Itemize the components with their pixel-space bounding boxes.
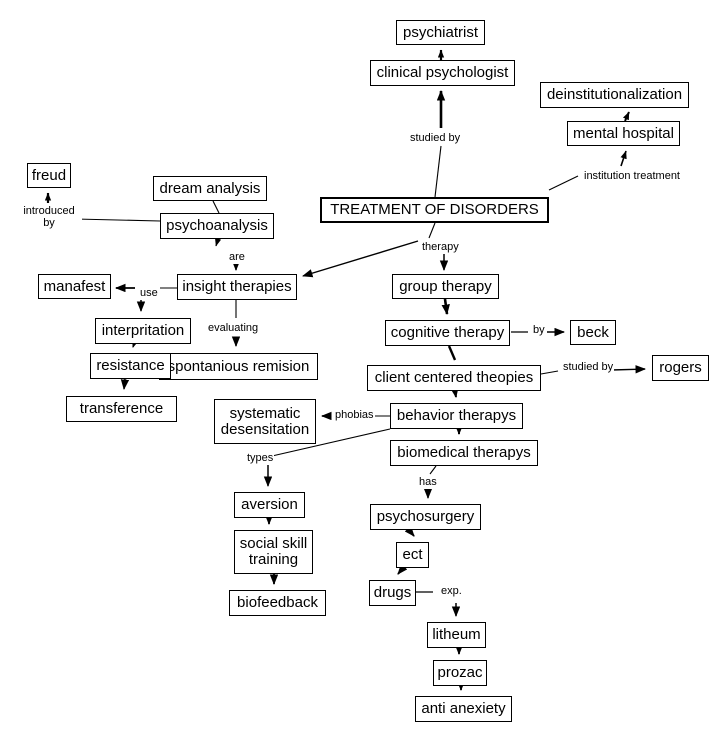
node-treatment-of-disorders[interactable]: TREATMENT OF DISORDERS	[320, 197, 549, 223]
edge-institution-treatment-to-mental-hospital	[620, 150, 627, 167]
edge-label-by: by	[532, 324, 546, 337]
node-biomedical-therapys[interactable]: biomedical therapys	[390, 440, 538, 466]
node-anti-anexiety[interactable]: anti anexiety	[415, 696, 512, 722]
edge-resistance-to-transference	[120, 378, 130, 390]
edge-psychoanalysis-to-introduced-by	[74, 218, 161, 222]
node-psychiatrist[interactable]: psychiatrist	[396, 20, 485, 45]
node-beck[interactable]: beck	[570, 320, 616, 345]
edge-label-has: has	[418, 476, 438, 489]
node-psychoanalysis[interactable]: psychoanalysis	[160, 213, 274, 239]
node-client-centered-theopies[interactable]: client centered theopies	[367, 365, 541, 391]
edge-treatment-to-studied-by	[434, 145, 442, 198]
node-cognitive-therapy[interactable]: cognitive therapy	[385, 320, 510, 346]
node-psychosurgery[interactable]: psychosurgery	[370, 504, 481, 530]
node-group-therapy[interactable]: group therapy	[392, 274, 499, 299]
node-manafest[interactable]: manafest	[38, 274, 111, 299]
node-systematic-desensitation[interactable]: systematic desensitation	[214, 399, 316, 444]
edge-behavior-therapys-to-types	[271, 428, 391, 457]
edge-label-institution-treatment: institution treatment	[583, 170, 681, 183]
node-insight-therapies[interactable]: insight therapies	[177, 274, 297, 300]
node-deinstitutionalization[interactable]: deinstitutionalization	[540, 82, 689, 108]
node-aversion[interactable]: aversion	[234, 492, 305, 518]
edge-treatment-to-therapy	[428, 222, 436, 239]
node-clinical-psychologist[interactable]: clinical psychologist	[370, 60, 515, 86]
edge-cognitive-therapy-to-client-centered	[447, 345, 457, 361]
edge-interpritation-to-resistance	[132, 336, 140, 348]
node-litheum[interactable]: litheum	[427, 622, 486, 648]
node-rogers[interactable]: rogers	[652, 355, 709, 381]
edge-dream-analysis-to-psychoanalysis	[212, 200, 220, 214]
edge-client-centered-to-studied-by	[540, 370, 559, 375]
node-behavior-therapys[interactable]: behavior therapys	[390, 403, 523, 429]
edge-label-therapy: therapy	[421, 241, 460, 254]
edge-label-phobias: phobias	[334, 409, 375, 422]
edge-label-studied-by-top: studied by	[409, 132, 462, 145]
edge-label-introduced-by: introduced by	[16, 205, 82, 230]
edge-label-exp: exp.	[440, 585, 463, 598]
edge-mental-hospital-to-deinstitutionalization	[622, 111, 630, 122]
node-transference[interactable]: transference	[66, 396, 177, 422]
node-ect[interactable]: ect	[396, 542, 429, 568]
edge-biomedical-to-has	[429, 465, 437, 475]
node-mental-hospital[interactable]: mental hospital	[567, 121, 680, 146]
edge-therapy-to-insight-therapies	[302, 240, 419, 278]
edge-label-evaluating: evaluating	[207, 322, 260, 335]
edge-group-therapy-to-cognitive-therapy	[441, 298, 450, 315]
node-drugs[interactable]: drugs	[369, 580, 416, 606]
node-social-skill-training[interactable]: social skill training	[234, 530, 313, 574]
edge-ect-to-drugs	[397, 564, 408, 575]
node-dream-analysis[interactable]: dream analysis	[153, 176, 267, 201]
edge-label-types: types	[246, 452, 275, 465]
node-resistance[interactable]: resistance	[90, 353, 171, 379]
node-freud[interactable]: freud	[27, 163, 71, 188]
edge-treatment-to-institution-treatment	[548, 175, 579, 191]
edge-label-are: are	[228, 251, 246, 264]
node-biofeedback[interactable]: biofeedback	[229, 590, 326, 616]
edge-studied-by-to-rogers	[610, 365, 646, 374]
edge-psychoanalysis-to-are	[215, 237, 222, 247]
node-prozac[interactable]: prozac	[433, 660, 487, 686]
edge-label-studied-by-rogers: studied by	[562, 361, 615, 374]
edge-psychosurgery-to-ect	[404, 526, 415, 537]
node-spontanious-remision[interactable]: spontanious remision	[159, 353, 318, 380]
edge-label-use: use	[139, 287, 159, 300]
edge-client-centered-to-behavior-therapys	[450, 386, 459, 398]
node-interpritation[interactable]: interpritation	[95, 318, 191, 344]
